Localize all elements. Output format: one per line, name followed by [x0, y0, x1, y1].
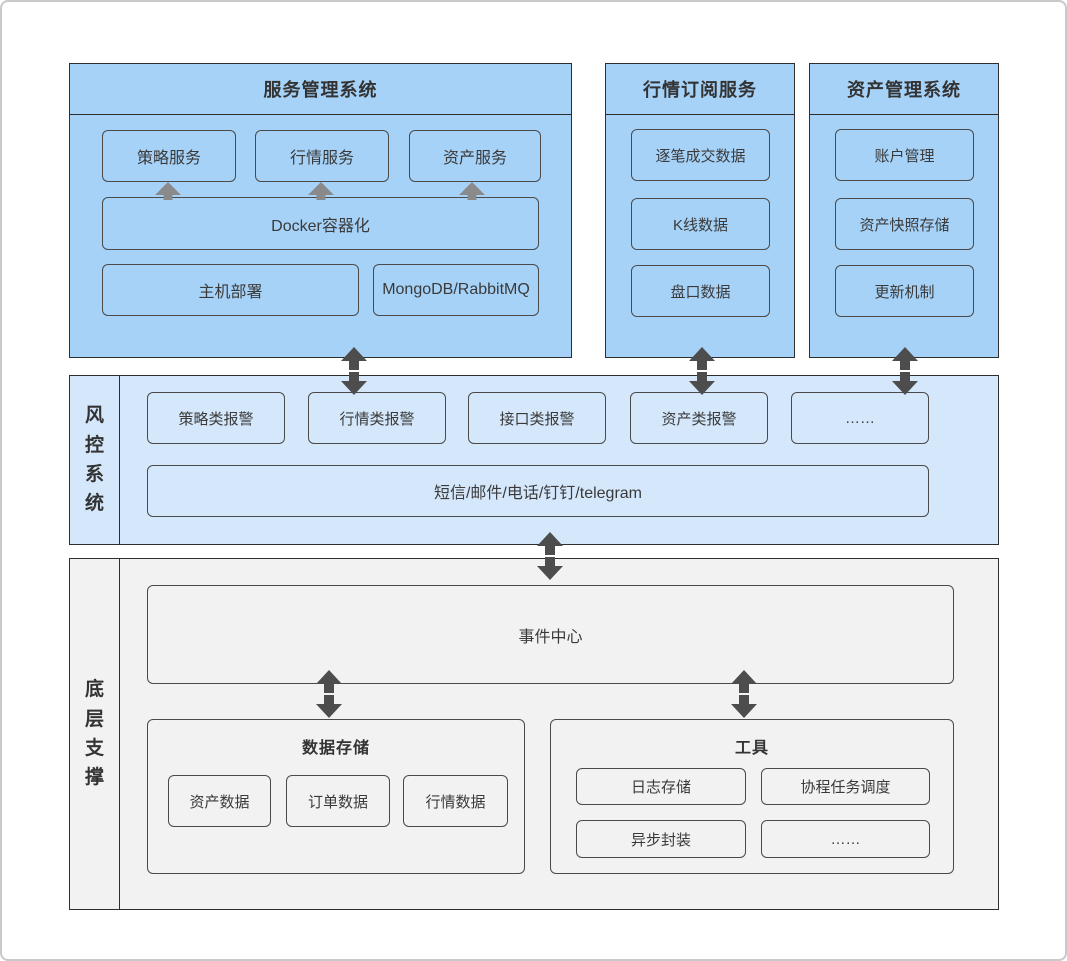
tools-title: 工具	[734, 740, 769, 757]
service-management-panel: 服务管理系统 策略服务 行情服务 资产服务 Docker容器化 主机部署 Mon…	[69, 63, 572, 358]
order-data-box: 订单数据	[286, 775, 390, 827]
market-subscription-panel: 行情订阅服务 逐笔成交数据 K线数据 盘口数据	[605, 63, 795, 358]
data-storage-group: 数据存储 资产数据 订单数据 行情数据	[147, 719, 525, 874]
async-wrapper-box: 异步封装	[576, 820, 746, 858]
tools-group: 工具 日志存储 协程任务调度 异步封装 ……	[550, 719, 954, 874]
coroutine-scheduler-box: 协程任务调度	[761, 768, 930, 805]
account-management-box: 账户管理	[835, 129, 974, 181]
update-mechanism-box: 更新机制	[835, 265, 974, 317]
risk-control-label: 风控系统	[84, 405, 104, 515]
asset-data-box: 资产数据	[168, 775, 271, 827]
tick-data-box: 逐笔成交数据	[631, 129, 770, 181]
market-subscription-title: 行情订阅服务	[606, 64, 794, 115]
asset-snapshot-box: 资产快照存储	[835, 198, 974, 250]
risk-control-panel: 风控系统 策略类报警 行情类报警 接口类报警 资产类报警 …… 短信/邮件/电话…	[69, 375, 999, 545]
notification-channels-box: 短信/邮件/电话/钉钉/telegram	[147, 465, 929, 517]
infrastructure-panel: 底层支撑 事件中心 数据存储 资产数据 订单数据 行情数据 工具 日志存储 协程…	[69, 558, 999, 910]
market-service-box: 行情服务	[255, 130, 389, 182]
asset-management-title: 资产管理系统	[810, 64, 998, 115]
log-storage-box: 日志存储	[576, 768, 746, 805]
market-data-box: 行情数据	[403, 775, 508, 827]
orderbook-data-box: 盘口数据	[631, 265, 770, 317]
host-deploy-box: 主机部署	[102, 264, 359, 316]
service-management-title: 服务管理系统	[70, 64, 571, 115]
kline-data-box: K线数据	[631, 198, 770, 250]
risk-control-label-strip: 风控系统	[70, 376, 120, 544]
event-center-box: 事件中心	[147, 585, 954, 684]
more-tools-box: ……	[761, 820, 930, 858]
data-storage-title: 数据存储	[301, 740, 370, 757]
docker-box: Docker容器化	[102, 197, 539, 250]
asset-alert-box: 资产类报警	[630, 392, 768, 444]
asset-service-box: 资产服务	[409, 130, 541, 182]
market-alert-box: 行情类报警	[308, 392, 446, 444]
infrastructure-label: 底层支撑	[84, 679, 104, 789]
interface-alert-box: 接口类报警	[468, 392, 606, 444]
infrastructure-label-strip: 底层支撑	[70, 559, 120, 909]
strategy-alert-box: 策略类报警	[147, 392, 285, 444]
asset-management-panel: 资产管理系统 账户管理 资产快照存储 更新机制	[809, 63, 999, 358]
more-alerts-box: ……	[791, 392, 929, 444]
strategy-service-box: 策略服务	[102, 130, 236, 182]
mongodb-rabbitmq-box: MongoDB/RabbitMQ	[373, 264, 539, 316]
